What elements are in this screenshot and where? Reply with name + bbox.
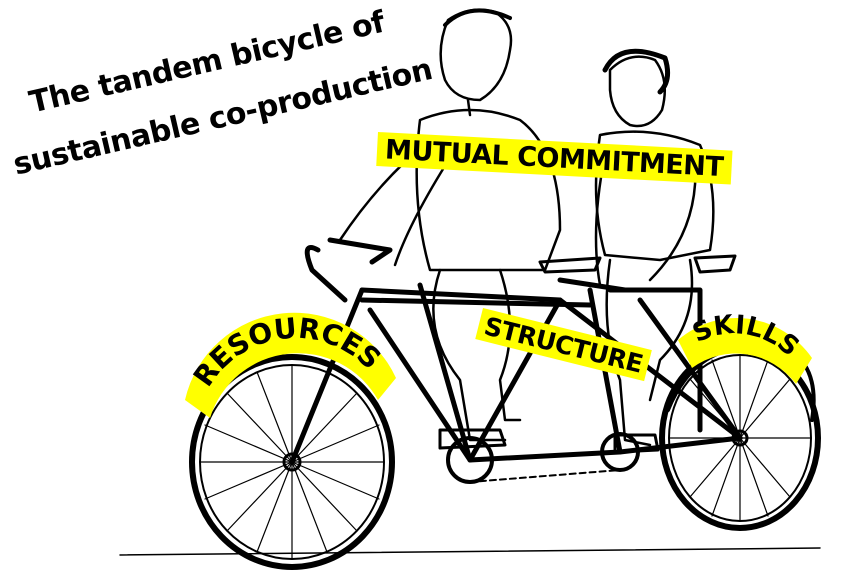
front-handlebar [304, 237, 393, 303]
skills-highlight-band [678, 318, 812, 384]
rear-handlebar [557, 277, 628, 293]
front-seat [538, 256, 602, 274]
resources-highlight-band [185, 312, 396, 418]
rear-seat [693, 254, 737, 274]
ground-line [119, 547, 821, 556]
